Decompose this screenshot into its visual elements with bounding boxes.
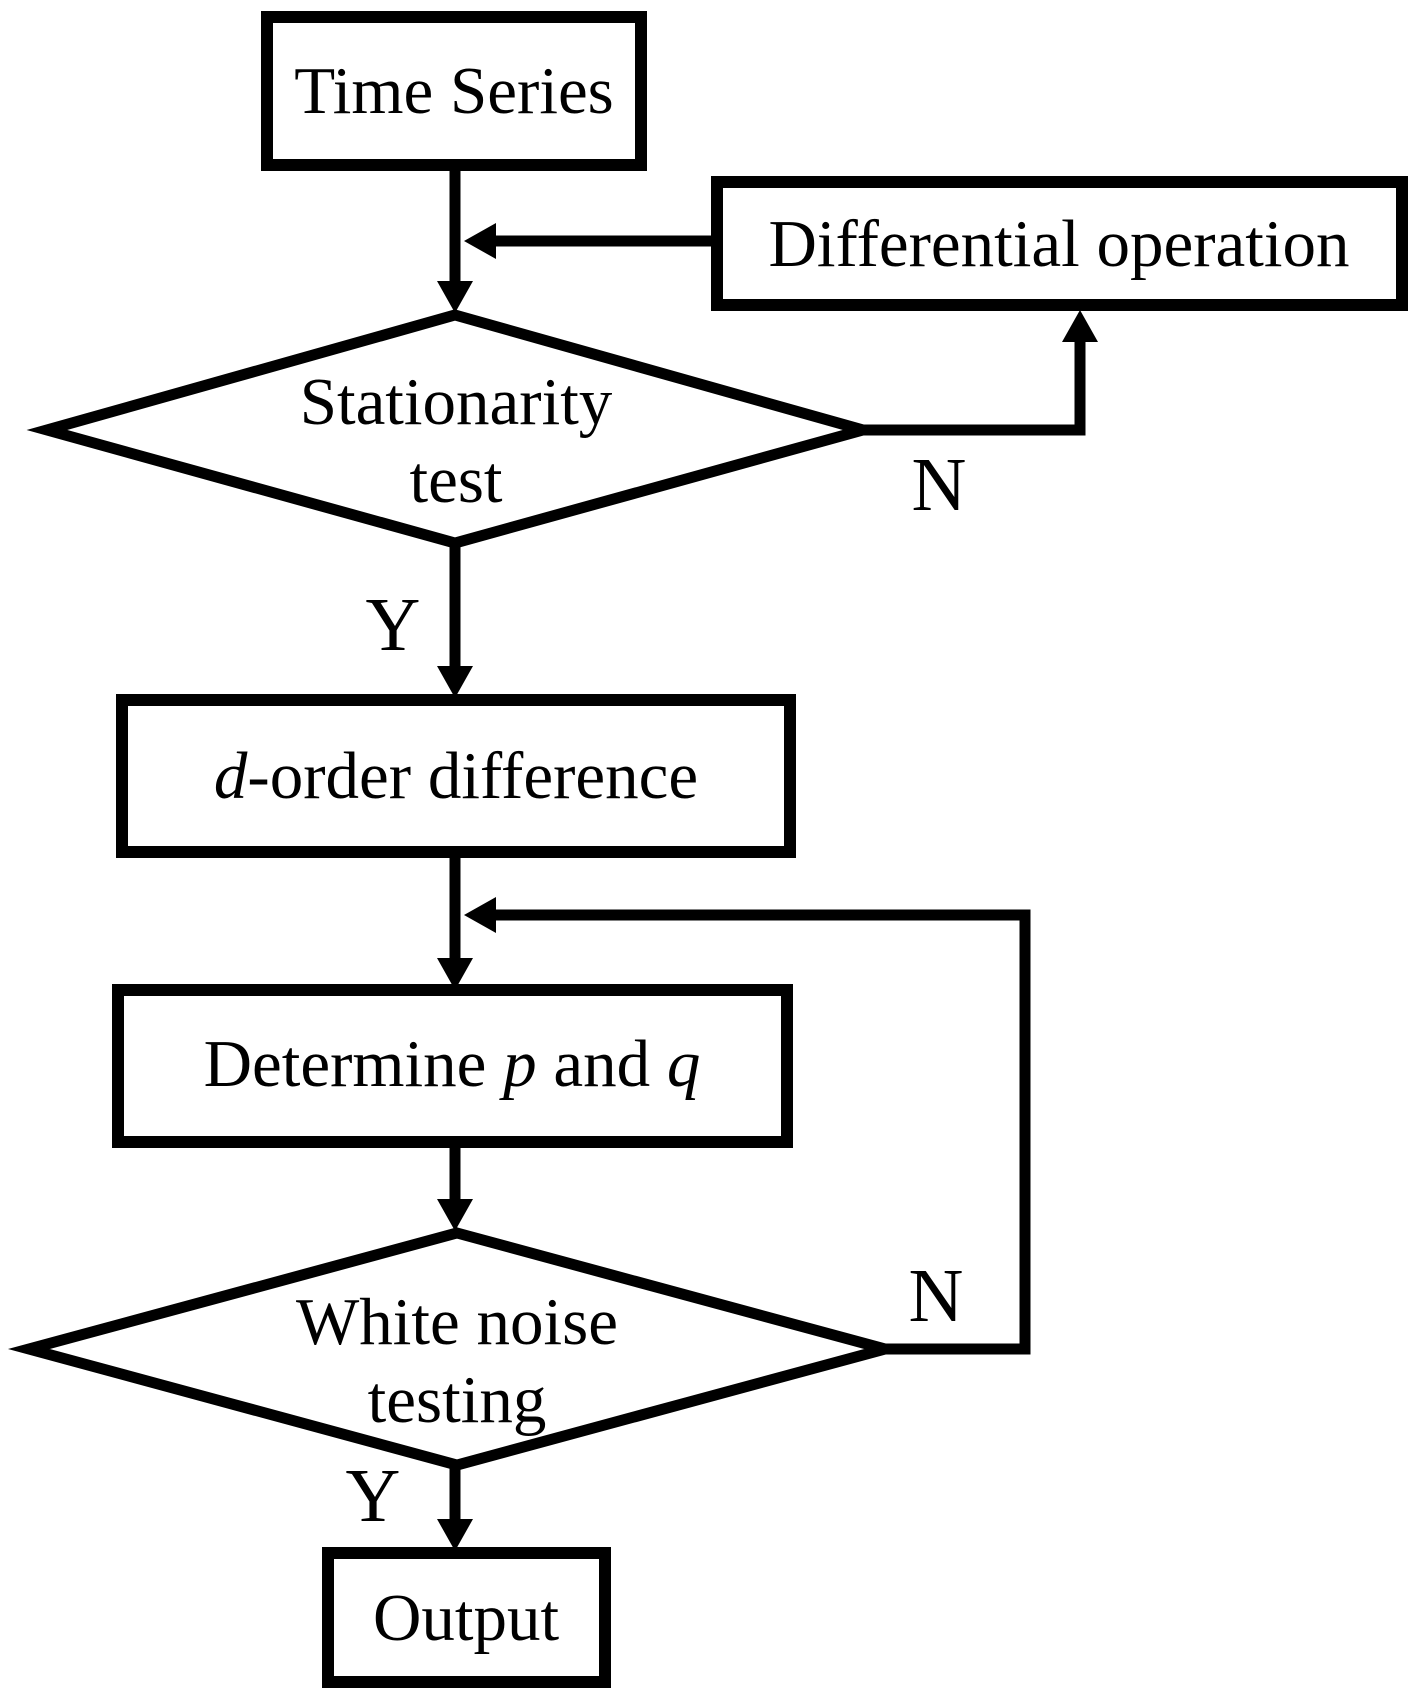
process-box-differential-operation: [711, 176, 1408, 311]
arrowhead-left-into-mainline-top: [464, 223, 496, 259]
white-noise-testing-label-line1: White noise: [296, 1285, 618, 1359]
stationarity-test-label-line2: test: [409, 443, 502, 517]
stationarity-test-label-line1: Stationarity: [300, 365, 613, 439]
arrowhead-up-into-diffop: [1062, 310, 1098, 342]
arrowhead-down-into-stationarity: [437, 281, 473, 313]
process-box-determine-p-q: [112, 984, 793, 1148]
determine-italic-q: q: [667, 1027, 701, 1101]
decision-diamond-stationarity-test: [26, 309, 884, 549]
process-box-output: [322, 1547, 611, 1688]
process-box-d-order-difference: [116, 694, 796, 858]
edge-stationarity-no-loop: [863, 340, 1086, 436]
determine-p-q-label: Determine p and q: [204, 1027, 701, 1101]
white-noise-no-label: N: [909, 1254, 964, 1338]
process-box-time-series: [261, 11, 647, 171]
white-noise-yes-label: Y: [346, 1454, 401, 1538]
arrowhead-down-into-whitenoise: [437, 1199, 473, 1231]
d-order-rest: -order difference: [247, 739, 698, 813]
edge-whitenoise-no-loop: [492, 909, 1031, 1355]
differential-operation-label: Differential operation: [768, 207, 1349, 281]
arrowhead-down-into-output: [437, 1519, 473, 1551]
d-order-difference-label: d-order difference: [214, 739, 698, 813]
white-noise-testing-label-line2: testing: [368, 1363, 547, 1437]
determine-prefix: Determine: [204, 1027, 504, 1101]
decision-diamond-white-noise-testing: [7, 1227, 907, 1471]
determine-middle: and: [537, 1027, 667, 1101]
stationarity-yes-label: Y: [366, 583, 421, 667]
arrowhead-down-into-dorder: [437, 666, 473, 698]
arrowhead-down-into-determine: [437, 958, 473, 990]
time-series-label: Time Series: [294, 54, 614, 128]
output-label: Output: [373, 1581, 560, 1655]
d-order-italic-d: d: [214, 739, 248, 813]
arrowhead-left-into-mainline-mid: [464, 897, 496, 933]
determine-italic-p: p: [499, 1027, 537, 1101]
stationarity-no-label: N: [912, 443, 967, 527]
